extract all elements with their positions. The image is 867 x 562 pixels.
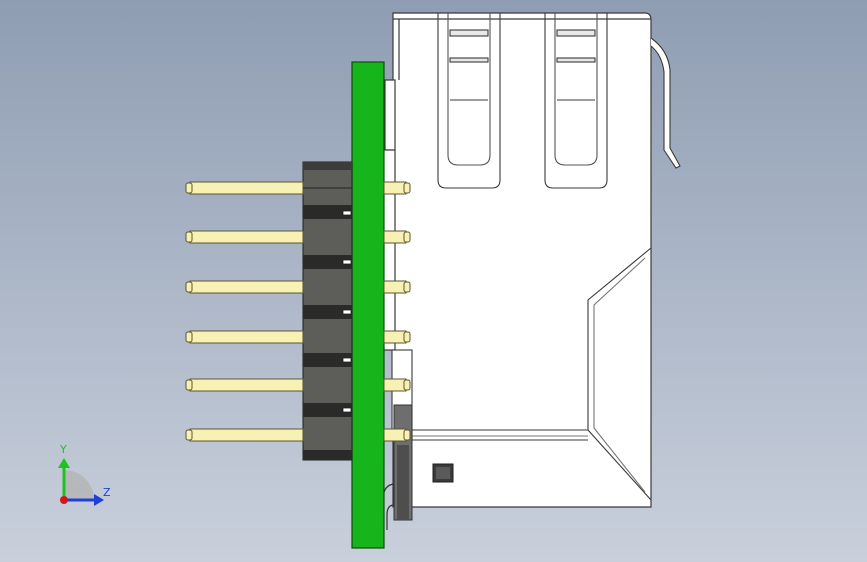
pin-5[interactable] — [185, 378, 411, 392]
header-notches — [342, 210, 352, 413]
pin-2[interactable] — [185, 230, 411, 244]
pin-3[interactable] — [185, 280, 411, 294]
mount-post — [382, 404, 413, 530]
housing-left-step-lower — [382, 149, 396, 351]
pin-4[interactable] — [185, 330, 411, 344]
latch-slot-right — [544, 13, 608, 189]
pcb-board[interactable] — [351, 61, 385, 549]
housing-body — [392, 12, 652, 508]
triad-z-label: Z — [103, 486, 111, 499]
shield-spring-tab — [650, 37, 681, 169]
triad-backdrop-icon — [64, 470, 94, 500]
pin-1[interactable] — [185, 181, 411, 195]
rj45-housing[interactable] — [382, 12, 652, 508]
triad-y-label: Y — [60, 443, 67, 456]
pin-6[interactable] — [185, 428, 411, 442]
orientation-triad[interactable] — [58, 458, 104, 506]
x-axis-icon — [60, 496, 68, 504]
housing-left-step — [384, 79, 396, 151]
latch-slot-left — [437, 13, 501, 189]
